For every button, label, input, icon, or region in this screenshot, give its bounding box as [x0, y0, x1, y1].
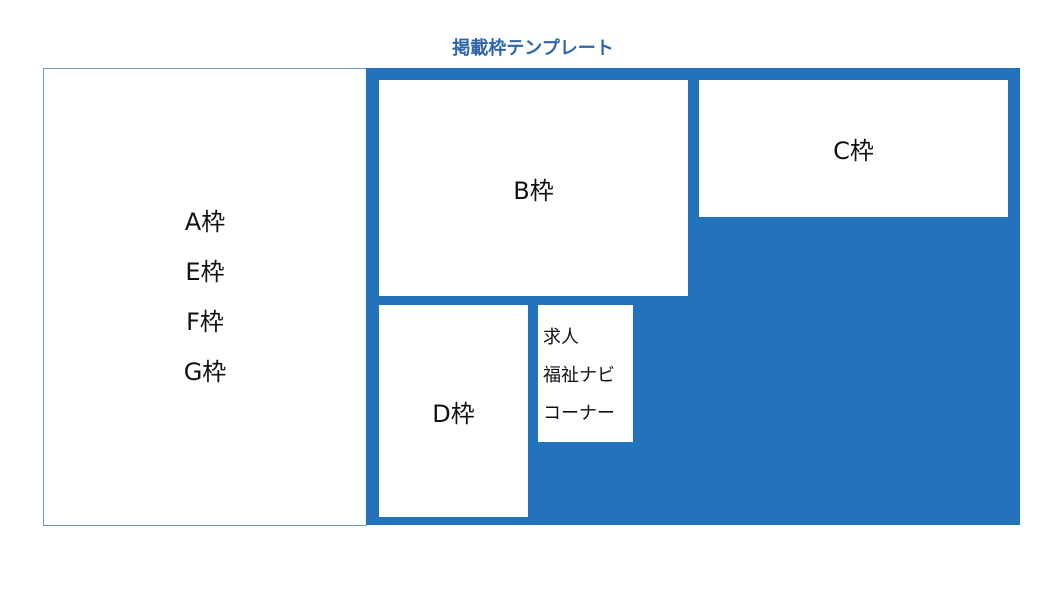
- frame-label: B枠: [513, 176, 554, 205]
- diagram-title: 掲載枠テンプレート: [452, 38, 614, 59]
- frame-label: 福祉ナビ: [543, 365, 615, 386]
- frame-label: C枠: [833, 137, 874, 165]
- frame-kyujin-corner: 求人 福祉ナビ コーナー: [538, 305, 633, 442]
- frame-c: C枠: [699, 80, 1008, 217]
- frame-label: コーナー: [543, 403, 615, 424]
- frame-b: B枠: [379, 80, 688, 296]
- frame-label: G枠: [183, 358, 227, 386]
- frame-label: A枠: [184, 208, 226, 236]
- frame-label: E枠: [185, 258, 225, 286]
- frame-d: D枠: [379, 305, 528, 517]
- frame-label: F枠: [186, 308, 224, 336]
- frame-label: 求人: [543, 327, 579, 348]
- frame-label: D枠: [432, 399, 475, 428]
- frame-a-e-f-g: A枠 E枠 F枠 G枠: [43, 68, 367, 526]
